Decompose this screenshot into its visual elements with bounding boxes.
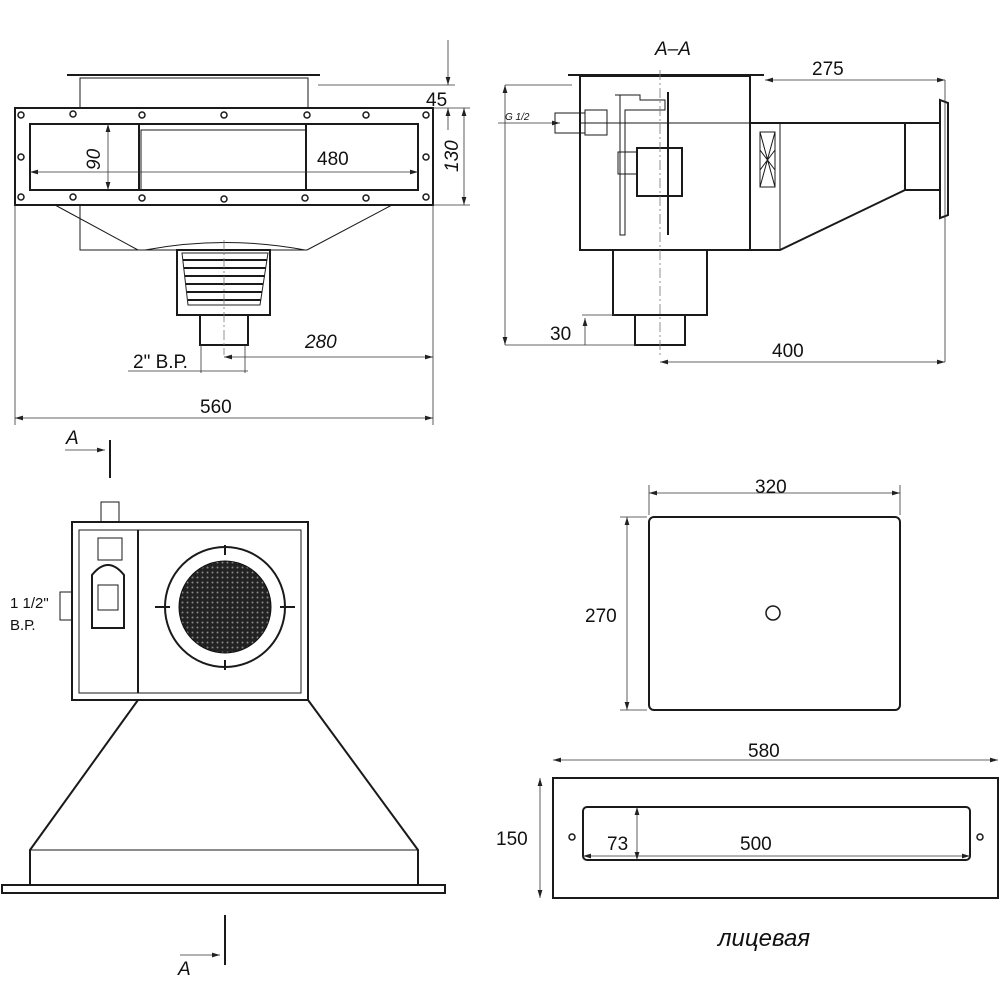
dim-275: 275 [812, 59, 844, 80]
g-half-label: G 1/2 [505, 112, 530, 123]
cover-view: 320 270 [585, 477, 901, 711]
section-title: А–А [654, 39, 691, 60]
dim-280: 280 [304, 332, 337, 353]
dim-560: 560 [200, 397, 232, 418]
dim-90: 90 [84, 148, 105, 170]
dim-45: 45 [426, 90, 447, 111]
dim-130: 130 [442, 140, 463, 172]
dim-580: 580 [748, 741, 780, 762]
section-view: А–А G 1/2 30 275 400 [498, 39, 949, 365]
front-view: А А 1 1/2" В.Р. [1, 428, 446, 980]
bolt-holes [17, 110, 430, 203]
dim-270: 270 [585, 606, 617, 627]
dim-480: 480 [317, 149, 349, 170]
dim-150: 150 [496, 829, 528, 850]
top-view: 45 130 90 480 280 2" В.Р. 560 [14, 40, 470, 425]
dim-320: 320 [755, 477, 787, 498]
dim-30: 30 [550, 324, 571, 345]
dim-400: 400 [772, 341, 804, 362]
dim-73: 73 [607, 834, 628, 855]
faceplate-view: 580 150 73 500 лицевая [496, 741, 999, 952]
section-mark-bottom: А [177, 959, 191, 980]
dim-500: 500 [740, 834, 772, 855]
inlet-type: В.Р. [10, 617, 36, 634]
faceplate-caption: лицевая [716, 925, 810, 952]
section-mark-top: А [65, 428, 79, 449]
inlet-size: 1 1/2" [10, 595, 49, 612]
grille [181, 252, 269, 306]
pipe-label: 2" В.Р. [133, 352, 188, 373]
